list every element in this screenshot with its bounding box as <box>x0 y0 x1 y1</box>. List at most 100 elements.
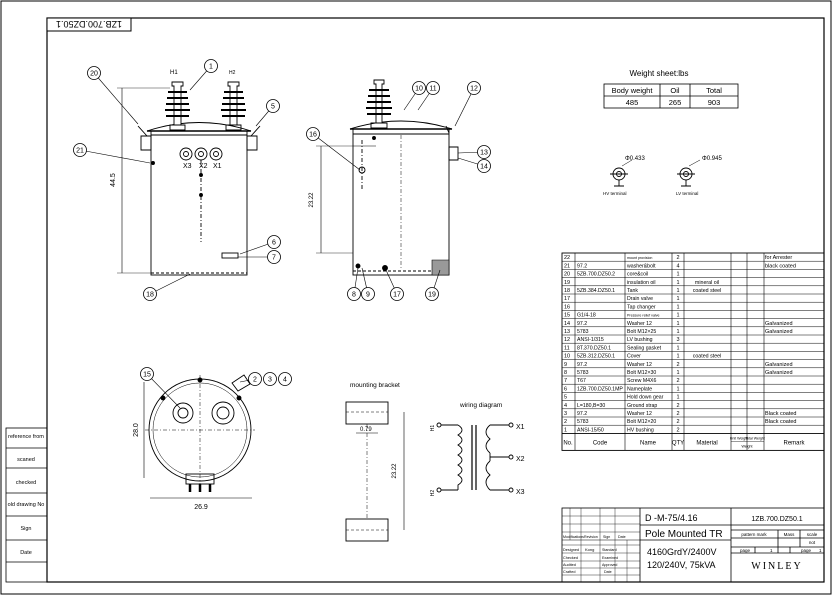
leader-line <box>93 72 139 125</box>
bom-cell-qty: 1 <box>676 370 679 376</box>
bom-cell-qty: 1 <box>676 304 679 310</box>
front-label-x1: X1 <box>213 163 222 170</box>
bom-cell-name: Sealing gasket <box>627 345 662 351</box>
callout-number: 3 <box>268 377 272 384</box>
bom-cell-no: 8 <box>564 370 567 376</box>
bom-cell-qty: 2 <box>676 362 679 368</box>
bom-cell-name: insulation oil <box>627 280 656 286</box>
bom-cell-remark: for Arrester <box>765 255 792 261</box>
bom-cell-name: Ground strap <box>627 403 657 409</box>
weight-val-body: 485 <box>626 98 639 107</box>
bom-cell-no: 1 <box>564 427 567 433</box>
bom-cell-name: Bolt M12×25 <box>627 329 656 335</box>
callout-number: 8 <box>352 292 356 299</box>
callout-20: 20 <box>87 66 139 125</box>
bom-cell-remark: black coated <box>765 263 796 269</box>
callout-7: 7 <box>238 250 281 264</box>
bom-cell-no: 4 <box>564 403 567 409</box>
bom-cell-no: 12 <box>564 337 570 343</box>
drawing-number-box: 1ZB.700.DZ50.1 <box>46 17 132 32</box>
leader-line <box>146 373 181 409</box>
bom-cell-name: mount provision <box>627 256 652 260</box>
bom-cell-name: Washer 12 <box>627 362 652 368</box>
bom-header-2: Name <box>640 440 657 446</box>
callout-number: 10 <box>415 86 423 93</box>
callout-bubble <box>248 372 262 386</box>
weight-head-oil: Oil <box>670 86 680 95</box>
callout-bubble <box>477 145 491 159</box>
role-audited: Audited <box>563 563 576 567</box>
bom-cell-qty: 2 <box>676 411 679 417</box>
front-height-dim: 44.5 <box>110 173 117 187</box>
bom-cell-no: 21 <box>564 263 570 269</box>
callout-bubble <box>263 372 277 386</box>
top-view <box>143 374 255 499</box>
bom-cell-no: 15 <box>564 313 570 319</box>
bom-row: 16 Tap changer 1 <box>562 301 824 310</box>
front-view <box>117 81 261 276</box>
hv-terminal-label: HV terminal <box>603 191 627 196</box>
bom-cell-no: 16 <box>564 304 570 310</box>
meta-pattern-mark: pattern mark <box>741 532 767 537</box>
stamp-sign: Sign <box>20 526 31 532</box>
bom-cell-name: Tap changer <box>627 304 656 310</box>
spec-code: D -M-75/4.16 <box>645 513 698 523</box>
front-label-x2: X2 <box>199 163 208 170</box>
bom-cell-code: 8T.370.DZ50.1 <box>577 345 611 351</box>
bom-cell-qty: 2 <box>676 419 679 425</box>
bom-cell-code: T67 <box>577 378 586 384</box>
top-width-dim: 26.9 <box>194 504 208 511</box>
callout-14: 14 <box>457 157 491 173</box>
bom-cell-no: 20 <box>564 272 570 278</box>
bom-cell-code: 5ZB.384.DZ50.1 <box>577 288 615 294</box>
bom-cell-code: L=180,B=30 <box>577 403 605 409</box>
callout-number: 21 <box>76 148 84 155</box>
callout-bubble <box>347 287 361 301</box>
bom-cell-name: Pressure relief valve <box>627 314 660 318</box>
callout-bubble <box>306 127 320 141</box>
bom-cell-remark: Galvanized <box>765 370 793 376</box>
bom-cell-name: Drain valve <box>627 296 653 302</box>
callout-bubble <box>267 250 281 264</box>
stamp-old-drawing: old drawing No <box>8 502 45 508</box>
callout-13: 13 <box>457 145 491 159</box>
callout-bubble <box>425 287 439 301</box>
weight-val-total: 903 <box>708 98 721 107</box>
bom-cell-qty: 1 <box>676 386 679 392</box>
bom-cell-no: 18 <box>564 288 570 294</box>
leader-line <box>312 133 361 171</box>
bom-cell-no: 2 <box>564 419 567 425</box>
front-label-h2: H2 <box>229 70 236 76</box>
page-num-1: 1 <box>770 548 773 553</box>
callout-number: 6 <box>272 240 276 247</box>
callout-11: 11 <box>417 81 440 111</box>
bom-cell-code: 5783 <box>577 419 589 425</box>
bom-header-5: Unit Weight <box>730 436 749 440</box>
callout-number: 19 <box>428 292 436 299</box>
wiring-h1: H1 <box>430 425 436 432</box>
rev-head-rev: Revision <box>584 535 598 539</box>
callout-number: 13 <box>480 150 488 157</box>
bom-cell-qty: 1 <box>676 313 679 319</box>
hv-terminal-dia: Φ0.433 <box>625 156 645 162</box>
bom-cell-name: Cover <box>627 354 641 360</box>
bom-cell-no: 19 <box>564 280 570 286</box>
wiring-title: wiring diagram <box>459 402 502 409</box>
bom-cell-no: 7 <box>564 378 567 384</box>
voltage-line-2: 120/240V, 75kVA <box>647 560 716 570</box>
drawing-number-text: 1ZB.700.DZ50.1 <box>56 19 122 29</box>
callout-16: 16 <box>306 127 361 171</box>
